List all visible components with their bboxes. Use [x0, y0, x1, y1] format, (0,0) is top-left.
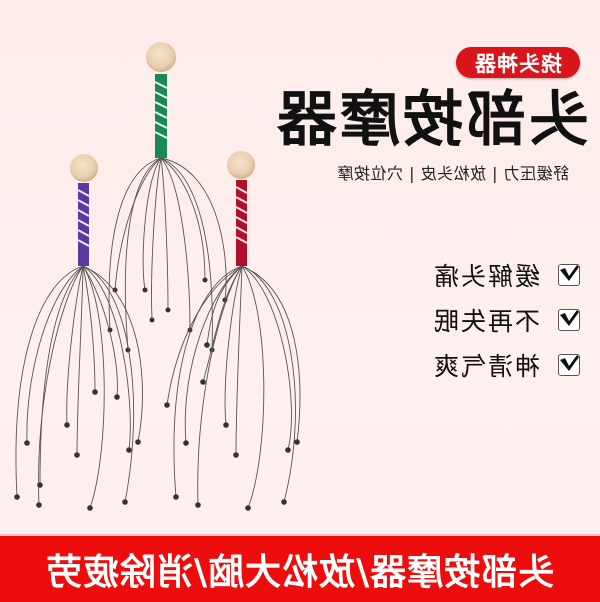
- bottom-banner: 头部按摩器/放松大脑/消除疲劳: [0, 534, 600, 602]
- title-text: 头部按摩器: [273, 85, 589, 155]
- checkbox-checked-icon: [558, 308, 580, 331]
- feature-label: 神清气爽: [431, 351, 540, 381]
- badge-label: 挠头神器: [474, 51, 562, 76]
- feature-item: 神清气爽: [400, 342, 580, 387]
- product-tag-badge: 挠头神器: [456, 47, 580, 78]
- banner-text: 头部按摩器/放松大脑/消除疲劳: [45, 552, 555, 593]
- feature-label: 缓解头痛: [431, 261, 540, 291]
- checkbox-checked-icon: [558, 263, 580, 286]
- page-title: 头部按摩器: [272, 85, 590, 155]
- subtitle: 舒缓压力 | 放松头皮 | 穴位按摩: [318, 160, 588, 184]
- massager-green: [108, 157, 227, 351]
- subtitle-text: 舒缓压力 | 放松头皮 | 穴位按摩: [336, 164, 570, 183]
- feature-list: 缓解头痛 不再失眠 神清气爽: [400, 252, 580, 387]
- feature-item: 不再失眠: [400, 297, 580, 342]
- feature-label: 不再失眠: [431, 306, 540, 336]
- feature-item: 缓解头痛: [400, 252, 580, 297]
- checkbox-checked-icon: [558, 353, 580, 376]
- head-massager-image: [14, 42, 301, 511]
